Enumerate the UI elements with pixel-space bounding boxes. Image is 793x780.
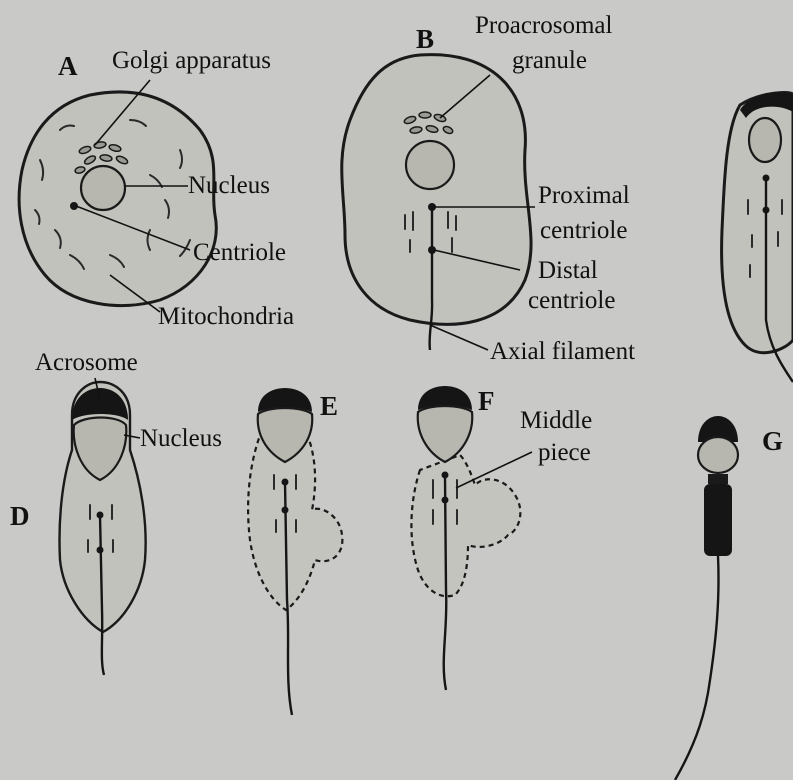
stage-c-cell xyxy=(722,92,793,382)
stage-a-nucleus xyxy=(81,166,125,210)
stage-a-cell xyxy=(19,92,216,306)
stage-d-nucleus-label: Nucleus xyxy=(140,425,222,452)
stage-c-nucleus xyxy=(749,118,781,162)
proacrosomal-label-1: Proacrosomal xyxy=(475,12,613,39)
stage-b-cell xyxy=(342,55,531,350)
stage-d-letter: D xyxy=(10,501,30,531)
distal-label-1: Distal xyxy=(538,257,598,284)
proacrosomal-label-2: granule xyxy=(512,47,587,74)
stage-d-cell xyxy=(60,382,146,675)
proximal-label-2: centriole xyxy=(540,217,627,244)
stage-e-cell xyxy=(248,388,342,715)
stage-b-nucleus xyxy=(406,141,454,189)
distal-label-2: centriole xyxy=(528,287,615,314)
centriole-label: Centriole xyxy=(193,239,286,266)
stage-e-letter: E xyxy=(320,391,338,421)
stage-g-middle-piece xyxy=(704,484,732,556)
stage-f-nucleus xyxy=(418,406,473,462)
stage-g-letter: G xyxy=(762,426,783,456)
stage-g-nucleus xyxy=(698,437,738,473)
golgi-apparatus-label: Golgi apparatus xyxy=(112,47,271,74)
middle-piece-label-1: Middle xyxy=(520,407,592,434)
middle-piece-label-2: piece xyxy=(538,439,591,466)
axial-filament-label: Axial filament xyxy=(490,338,635,365)
stage-a-nucleus-label: Nucleus xyxy=(188,172,270,199)
stage-a-letter: A xyxy=(58,51,78,81)
stage-f-letter: F xyxy=(478,386,495,416)
acrosome-label: Acrosome xyxy=(35,349,138,376)
mitochondria-label: Mitochondria xyxy=(158,303,294,330)
stage-f-cell xyxy=(411,386,520,690)
proximal-label-1: Proximal xyxy=(538,182,630,209)
stage-b-letter: B xyxy=(416,24,434,54)
stage-g-cell xyxy=(675,416,738,780)
